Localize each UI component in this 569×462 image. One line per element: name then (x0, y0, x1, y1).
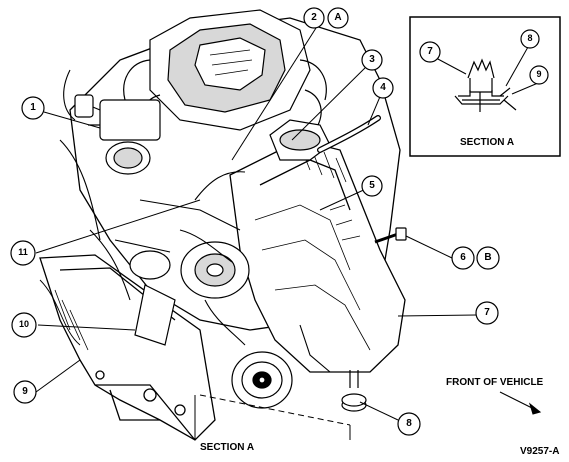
callout-circles (10, 7, 500, 436)
oil-filter (129, 250, 176, 346)
callout-6-ref-circle (476, 246, 500, 270)
inset-callout-9-label: 9 (536, 69, 542, 79)
inset-callout-8-label: 8 (527, 33, 533, 43)
callout-8: 8 (406, 418, 412, 429)
callout-11: 11 (18, 247, 28, 257)
callout-8-circle (397, 412, 421, 436)
grommet (341, 370, 367, 412)
callout-3-circle (361, 49, 383, 71)
crankshaft-pulley (231, 351, 293, 409)
section-a-inset (409, 16, 561, 157)
front-direction-arrow (499, 391, 542, 415)
section-a-label: SECTION A (200, 442, 255, 453)
figure-code: V9257-A (520, 446, 560, 457)
callout-1-circle (21, 96, 45, 120)
callout-4-circle (372, 77, 394, 99)
callout-4: 4 (380, 82, 386, 93)
air-inlet-tube (229, 139, 406, 373)
callout-2-ref: A (334, 12, 342, 23)
inset-title: SECTION A (460, 137, 515, 148)
inset-callout-8 (520, 29, 540, 49)
throttle-body (74, 94, 161, 175)
callout-5-circle (361, 175, 383, 197)
callout-5: 5 (369, 180, 375, 191)
callout-7-circle (475, 301, 499, 325)
callout-3: 3 (369, 54, 375, 65)
callout-9-circle (13, 380, 37, 404)
inset-callout-7 (419, 41, 441, 63)
vacuum-hoses (39, 69, 331, 373)
callout-6: 6 (460, 252, 466, 263)
leader-lines (35, 27, 477, 421)
inset-callout-7-label: 7 (427, 46, 433, 57)
bolt-fastener (374, 227, 407, 244)
alternator (180, 241, 250, 299)
callout-2-circle (303, 7, 325, 29)
callout-10-circle (11, 312, 37, 338)
callout-10: 10 (18, 319, 29, 329)
inset-detail-drawing (454, 58, 517, 112)
callout-9: 9 (22, 386, 28, 397)
callout-1: 1 (30, 102, 36, 113)
inset-callout-9 (529, 65, 549, 85)
callout-7: 7 (484, 307, 490, 318)
callout-6-circle (451, 246, 475, 270)
front-of-vehicle-label: FRONT OF VEHICLE (446, 377, 544, 388)
callout-11-circle (10, 240, 36, 266)
callout-2: 2 (311, 12, 317, 23)
air-outlet-tube (269, 115, 381, 161)
callout-6-ref: B (484, 252, 492, 263)
section-a-cut-line (194, 394, 351, 440)
callout-2-ref-circle (327, 7, 349, 29)
